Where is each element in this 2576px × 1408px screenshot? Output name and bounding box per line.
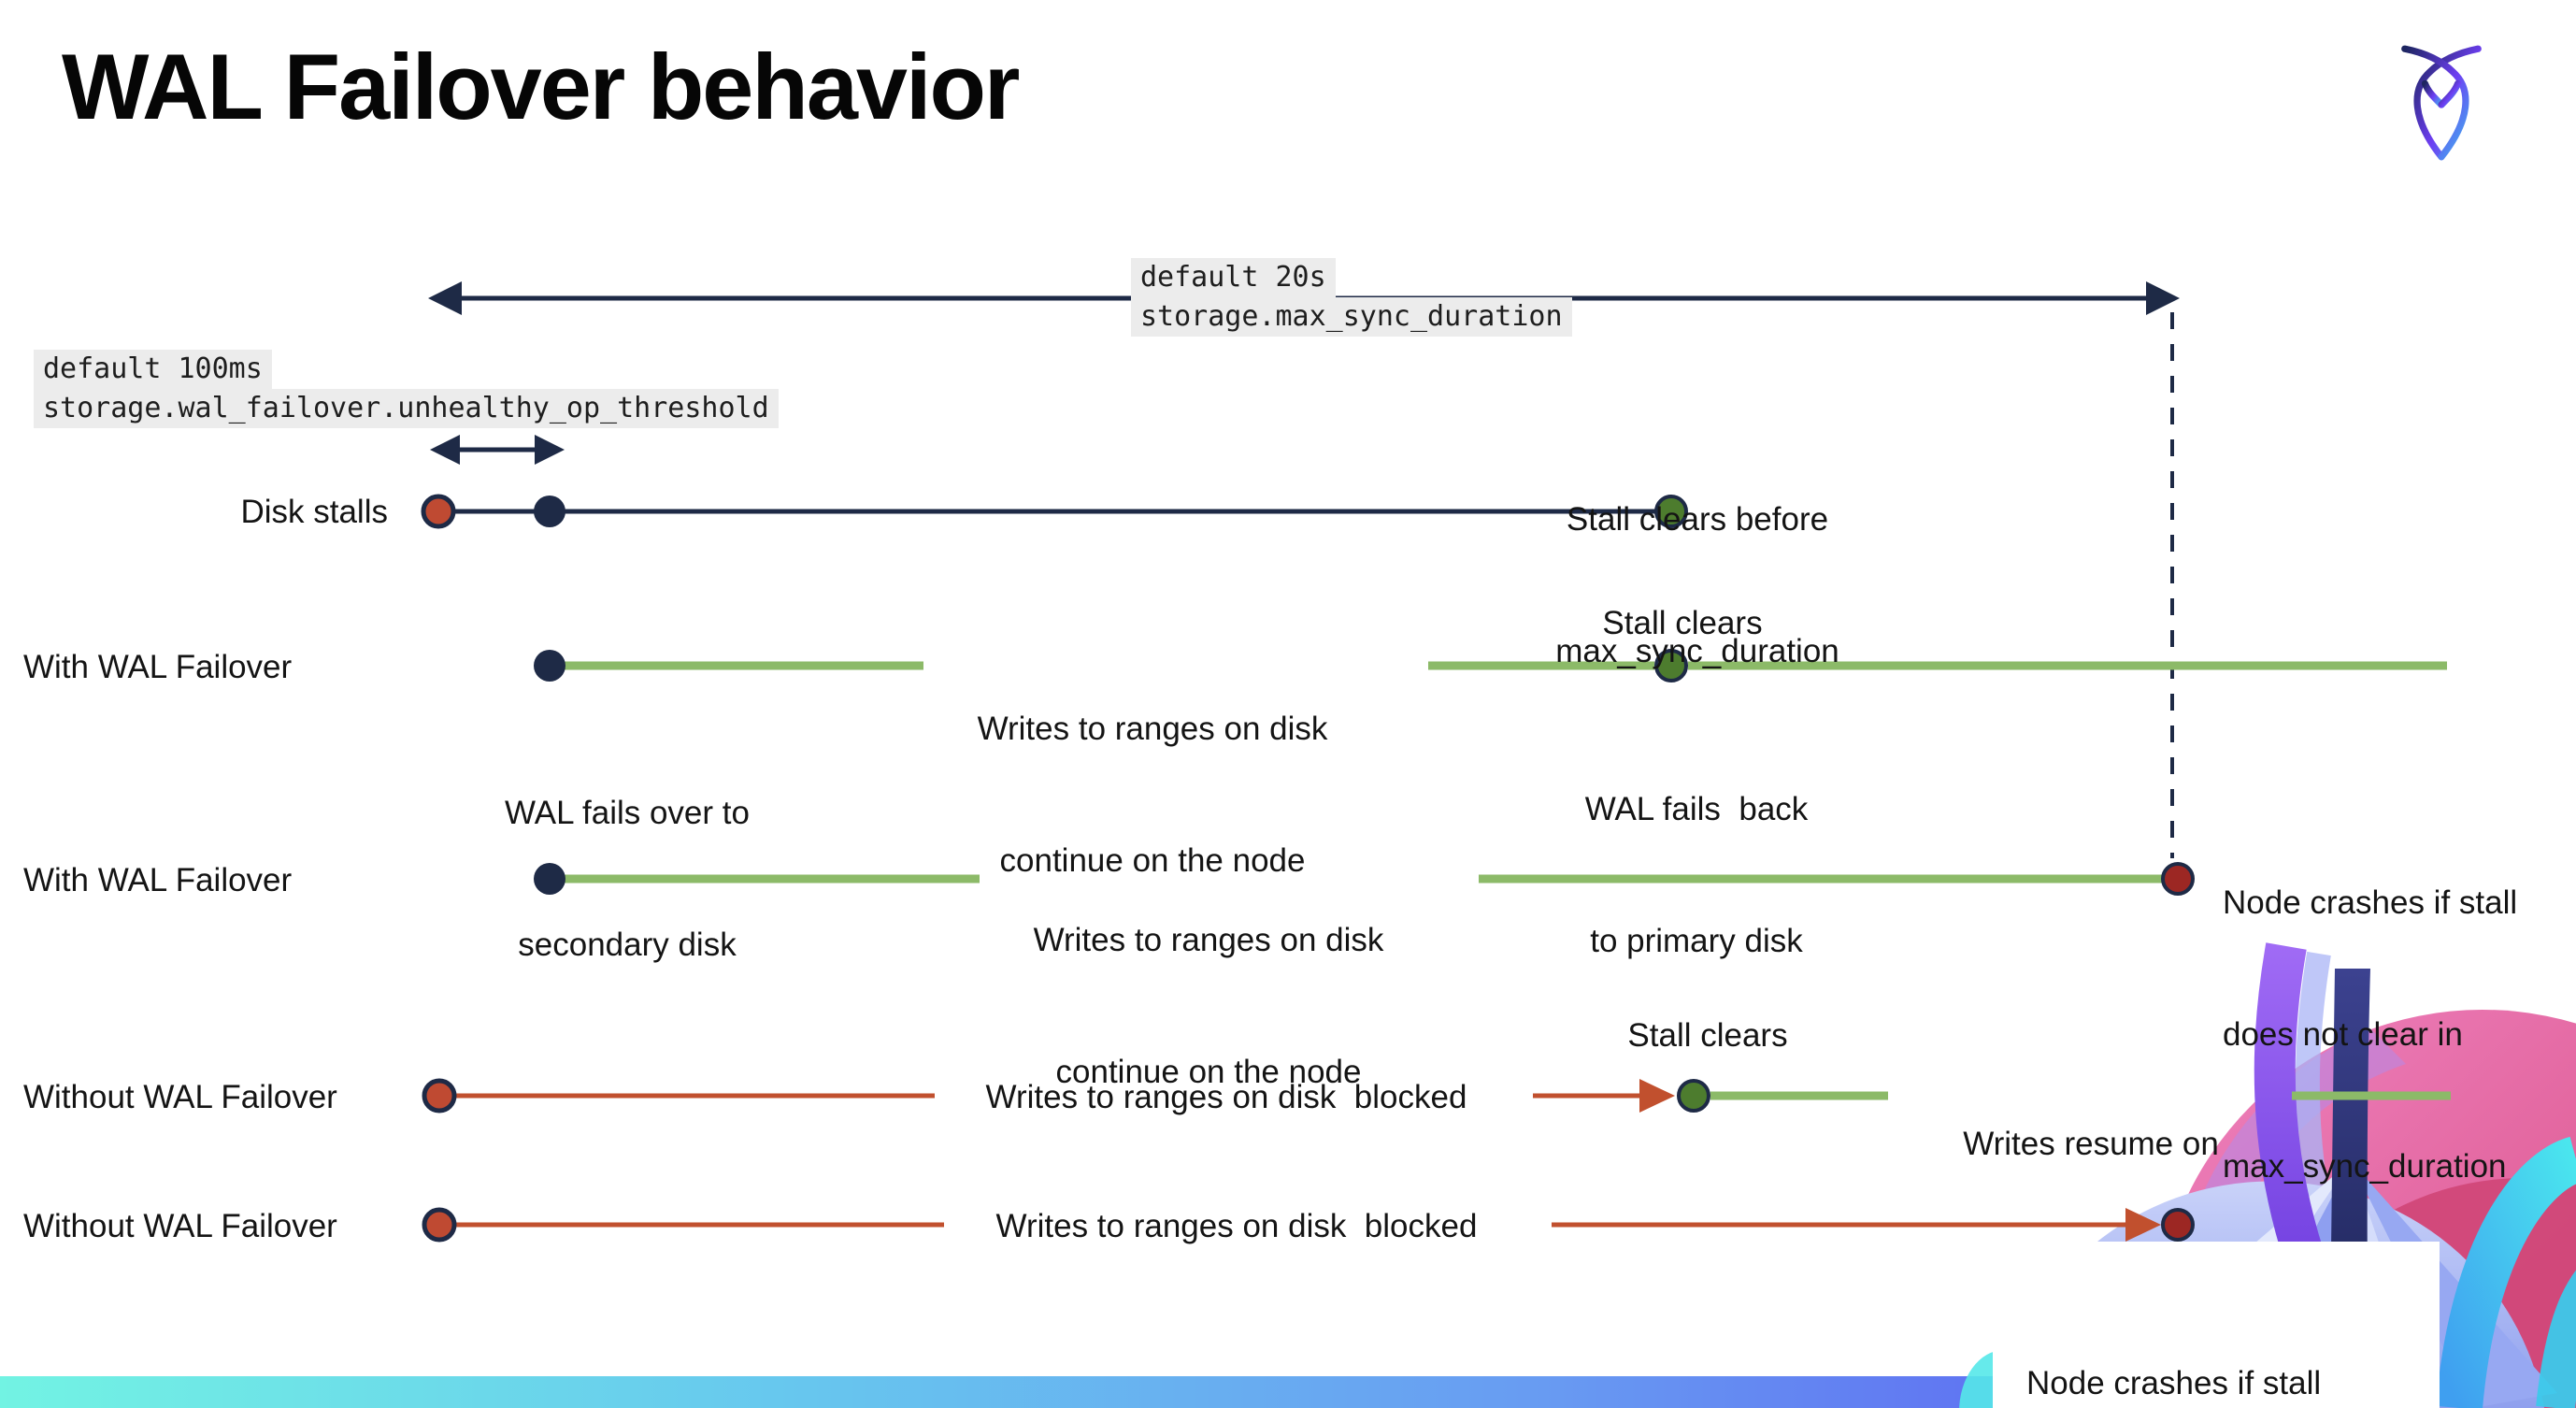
arrowhead-left-icon [428, 281, 462, 315]
threshold-default-label: default 100ms [34, 350, 272, 389]
cockroach-logo-icon [2401, 45, 2482, 161]
callout-line: continue on the node [999, 842, 1306, 879]
row3-failover-dot [534, 863, 565, 895]
callout-wal-fails-back: WAL fails back to primary disk [1585, 699, 1809, 1051]
max-sync-default-label: default 20s [1131, 258, 1336, 297]
row-label-disk-stalls: Disk stalls [240, 494, 388, 530]
callout-line: Writes resume on [1963, 1126, 2219, 1162]
callout-node-crashes-1: Node crashes if stall does not clear in … [2223, 793, 2517, 1276]
row5-crash-dot [2161, 1208, 2195, 1242]
callout-line: max_sync_duration [2223, 1148, 2507, 1185]
callout-writes-continue-1: Writes to ranges on disk continue on the… [978, 619, 1328, 970]
max-sync-setting-label: storage.max_sync_duration [1131, 297, 1572, 337]
callout-line: Node crashes if stall [2026, 1365, 2322, 1401]
row1-stall-start-dot [421, 494, 456, 529]
artwork-dome-wedge [2351, 1161, 2557, 1408]
page-title: WAL Failover behavior [62, 35, 1020, 138]
callout-line: max_sync_duration [1555, 633, 1839, 669]
arrowhead-right-icon [535, 435, 565, 465]
callout-line: Node crashes if stall [2223, 884, 2518, 921]
callout-line: does not clear in [2223, 1016, 2463, 1053]
row1-stall-clears-dot [1654, 495, 1688, 528]
arrowhead-right-icon [2125, 1208, 2161, 1242]
callout-line: WAL fails over to [505, 795, 750, 831]
callout-line: to primary disk [1590, 923, 1803, 959]
callout-line: Writes to ranges on disk [977, 711, 1328, 747]
callout-line: Writes to ranges on disk [1033, 922, 1384, 958]
row-label-with-wal-2: With WAL Failover [23, 862, 293, 898]
artwork-cyan-arch [2436, 1136, 2576, 1408]
row4-stall-start-dot [422, 1078, 457, 1113]
row-label-without-wal-1: Without WAL Failover [23, 1079, 337, 1115]
row2-failover-dot [534, 650, 565, 682]
node-crashes-label-box: Node crashes if stall does not clear in … [1993, 1242, 2440, 1408]
callout-line: WAL fails back [1584, 791, 1809, 827]
row3-crash-dot [2161, 862, 2195, 896]
callout-node-crashes-2: Node crashes if stall does not clear in … [1993, 1242, 2440, 1408]
callout-line: continue on the node [1055, 1054, 1362, 1090]
callout-stall-clears-before: Stall clears before max_sync_duration [1555, 409, 1839, 761]
callout-wal-fails-over: WAL fails over to secondary disk [505, 703, 750, 1055]
callout-writes-blocked-2: Writes to ranges on disk blocked [995, 1208, 1478, 1244]
row-label-with-wal-1: With WAL Failover [23, 649, 293, 685]
callout-line: secondary disk [518, 927, 737, 963]
arrowhead-left-icon [430, 435, 460, 465]
callout-writes-blocked-1: Writes to ranges on disk blocked [985, 1079, 1467, 1115]
artwork-cyan-arch [2536, 1270, 2576, 1408]
row2-stall-clears-dot [1654, 649, 1688, 682]
callout-stall-clears-2: Stall clears [1627, 1017, 1788, 1054]
threshold-setting-label: storage.wal_failover.unhealthy_op_thresh… [34, 389, 779, 428]
row-label-without-wal-2: Without WAL Failover [23, 1208, 337, 1244]
arrowhead-right-icon [2146, 281, 2180, 315]
row5-stall-start-dot [422, 1207, 457, 1243]
row1-threshold-dot [534, 496, 565, 527]
row4-stall-clears-dot [1677, 1079, 1710, 1113]
callout-stall-clears-1: Stall clears [1602, 605, 1763, 641]
arrowhead-right-icon [1639, 1079, 1675, 1113]
callout-line: Stall clears before [1566, 501, 1829, 538]
callout-writes-continue-2: Writes to ranges on disk continue on the… [1034, 830, 1384, 1182]
